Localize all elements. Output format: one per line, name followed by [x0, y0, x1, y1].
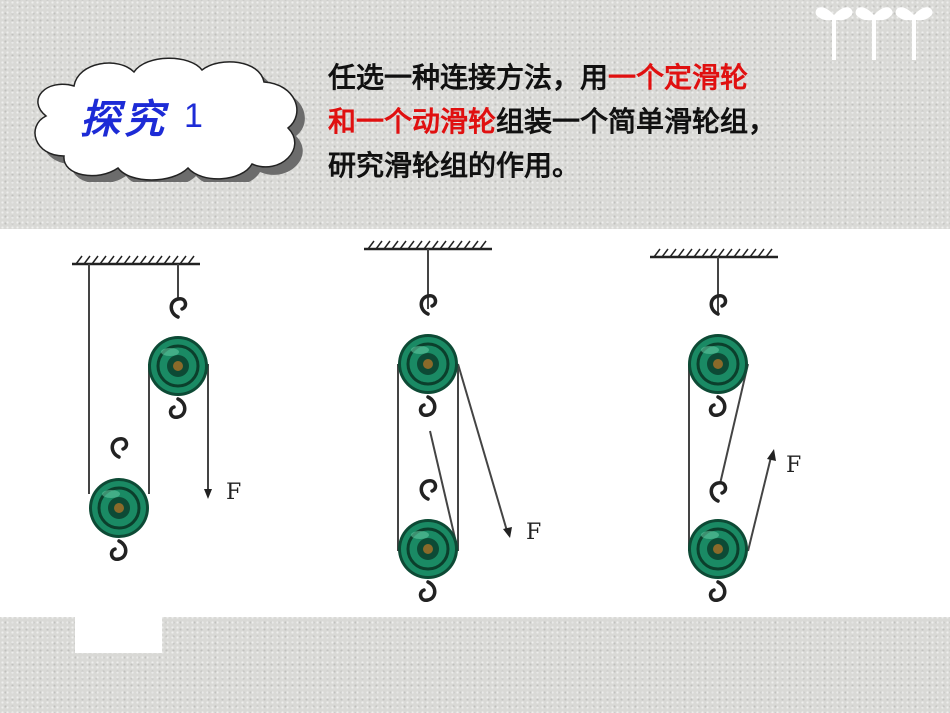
- pulley-diagrams: F F F: [70, 239, 801, 603]
- cloud-title-word: 探究: [80, 96, 168, 143]
- intro-segment: 组装一个简单滑轮组，: [496, 105, 777, 138]
- intro-highlight: 一个定滑轮: [608, 61, 749, 94]
- cloud-callout: [34, 57, 305, 182]
- intro-segment: 研究滑轮组的作用。: [328, 149, 581, 182]
- force-label-2: F: [526, 520, 541, 545]
- pulley-diagram-3: F: [648, 247, 801, 603]
- panel-tab: [75, 617, 162, 653]
- cloud-title-number: 1: [184, 96, 203, 135]
- sprout-decoration-icon: [815, 7, 933, 60]
- intro-line: 和一个动滑轮组装一个简单滑轮组，: [328, 100, 928, 144]
- intro-line: 研究滑轮组的作用。: [328, 144, 928, 188]
- intro-line: 任选一种连接方法，用一个定滑轮: [328, 56, 928, 100]
- pulley-diagram-2: F: [362, 239, 541, 603]
- pulley-diagram-1: F: [70, 254, 241, 562]
- intro-text: 任选一种连接方法，用一个定滑轮 和一个动滑轮组装一个简单滑轮组， 研究滑轮组的作…: [328, 56, 928, 188]
- intro-segment: 任选一种连接方法，用: [328, 61, 609, 94]
- cloud-title: 探究 1: [80, 86, 250, 146]
- force-label-1: F: [226, 480, 241, 505]
- intro-highlight: 和一个动滑轮: [328, 105, 497, 138]
- force-label-3: F: [786, 453, 801, 478]
